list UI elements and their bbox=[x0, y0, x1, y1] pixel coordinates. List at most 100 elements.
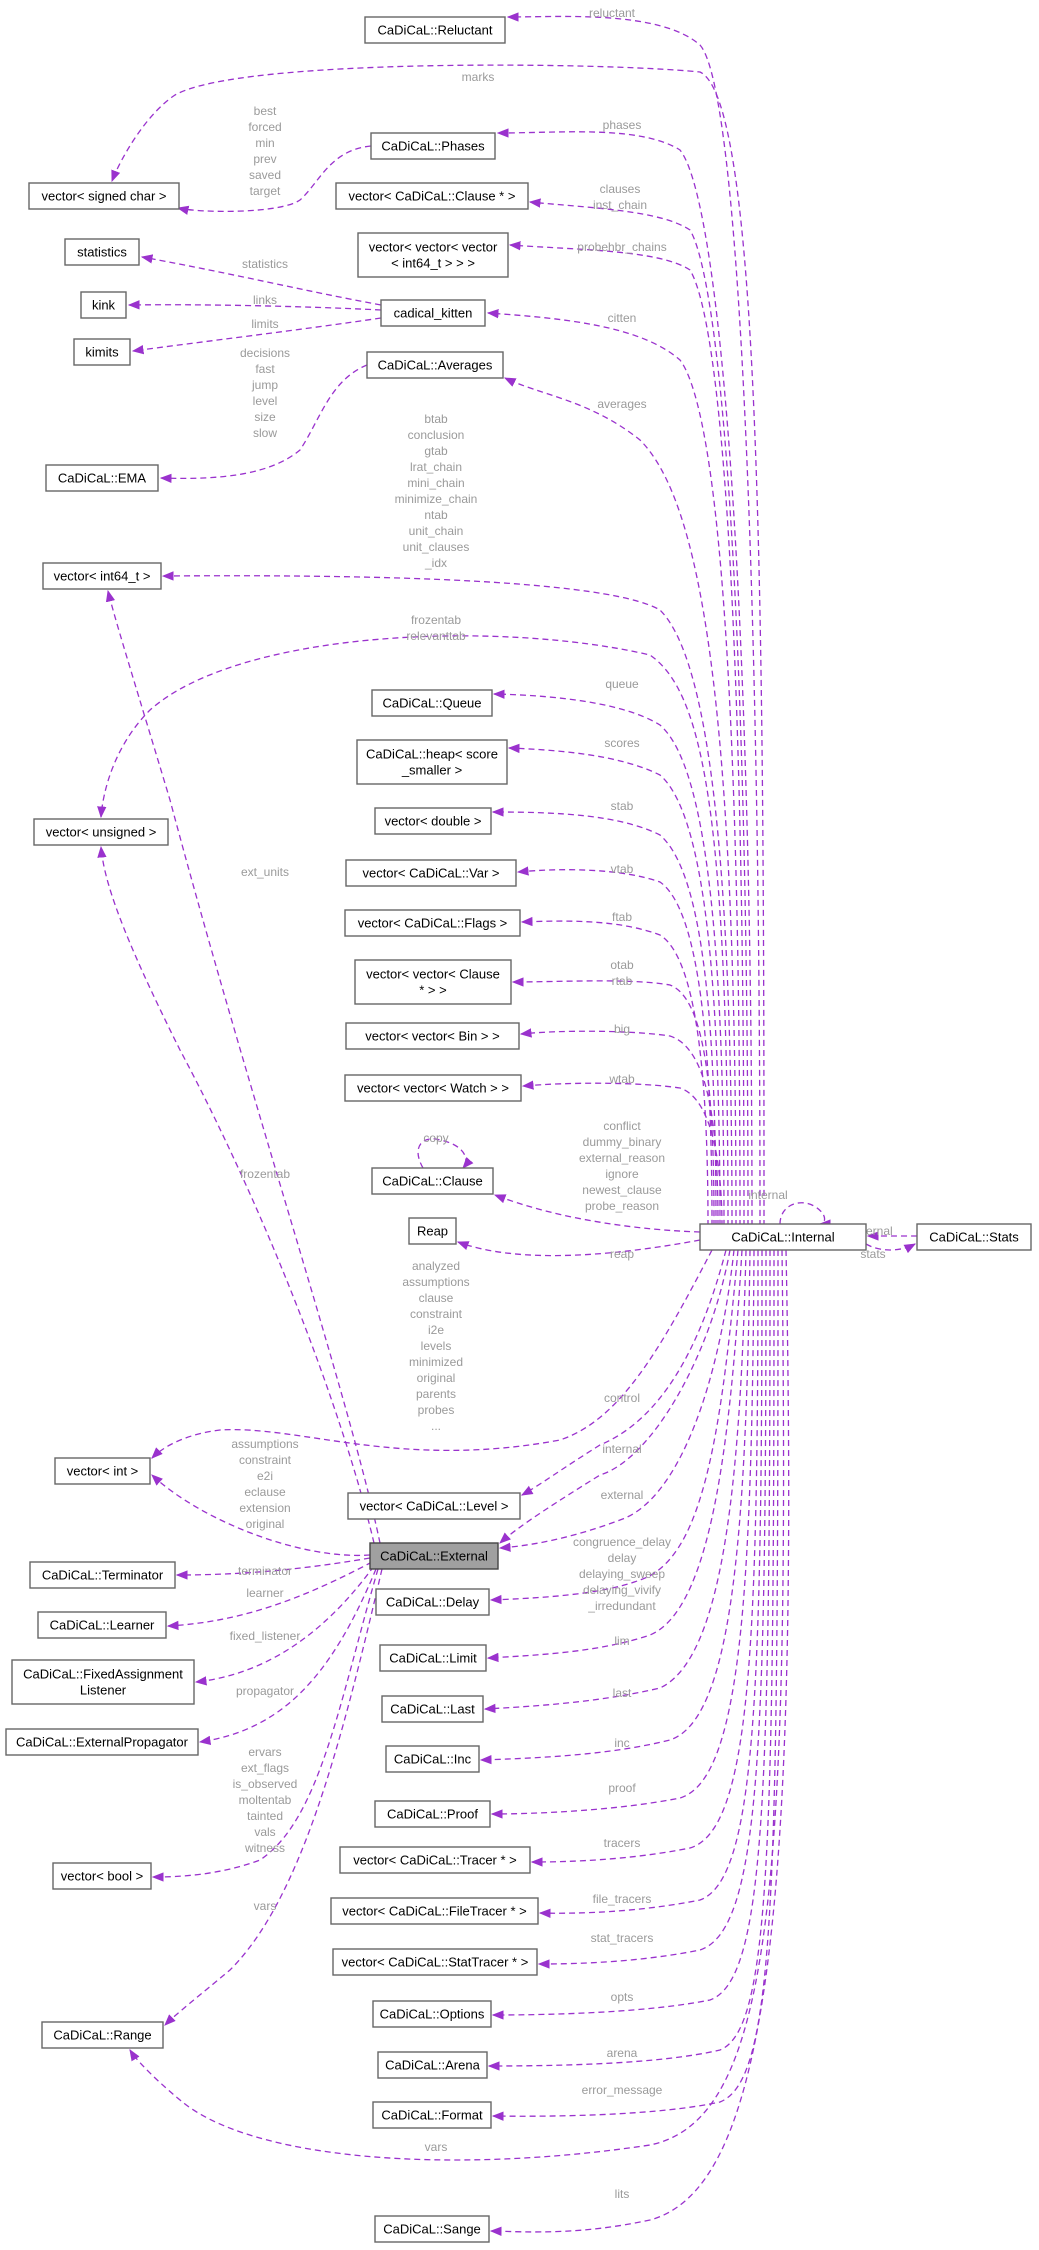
edge-label-big: big bbox=[614, 1022, 630, 1036]
node-vbool[interactable]: vector< bool > bbox=[52, 1862, 152, 1890]
node-proof[interactable]: CaDiCaL::Proof bbox=[374, 1800, 491, 1828]
node-kimits[interactable]: kimits bbox=[73, 338, 131, 366]
node-flags[interactable]: vector< CaDiCaL::Flags > bbox=[344, 909, 521, 937]
node-sange[interactable]: CaDiCaL::Sange bbox=[374, 2215, 490, 2243]
node-learner[interactable]: CaDiCaL::Learner bbox=[37, 1611, 167, 1639]
edge-label-line: reap bbox=[610, 1247, 634, 1261]
node-unsigned[interactable]: vector< unsigned > bbox=[33, 818, 169, 846]
node-vint[interactable]: vector< int > bbox=[54, 1457, 151, 1485]
edge-label-line: external bbox=[601, 1488, 644, 1502]
node-label: vector< double > bbox=[385, 814, 482, 829]
node-reluctant[interactable]: CaDiCaL::Reluctant bbox=[364, 16, 506, 44]
node-box bbox=[375, 1588, 490, 1616]
node-reap[interactable]: Reap bbox=[408, 1217, 457, 1245]
node-box bbox=[5, 1728, 199, 1756]
node-label: CaDiCaL::Proof bbox=[387, 1807, 478, 1822]
edge-label-line: levels bbox=[421, 1339, 452, 1353]
edge-label-line: vars bbox=[254, 1899, 277, 1913]
edge-label-wtab: wtab bbox=[608, 1072, 635, 1086]
node-label: vector< CaDiCaL::Clause * > bbox=[349, 189, 516, 204]
node-box bbox=[42, 562, 162, 590]
node-queue[interactable]: CaDiCaL::Queue bbox=[371, 689, 493, 717]
node-kink[interactable]: kink bbox=[80, 291, 127, 319]
edge-label-line: scores bbox=[604, 736, 639, 750]
node-clause-ptr[interactable]: vector< CaDiCaL::Clause * > bbox=[335, 182, 529, 210]
edge-label-lim: lim bbox=[614, 1634, 629, 1648]
edge-vint-internal bbox=[151, 1249, 713, 1459]
node-label: CaDiCaL::Arena bbox=[385, 2058, 480, 2073]
edge-label-line: saved bbox=[249, 168, 281, 182]
edge-label-vbool: ervarsext_flagsis_observedmoltentabtaint… bbox=[233, 1745, 298, 1855]
edge-otab bbox=[511, 977, 715, 1227]
edge-label-internal-self: internal bbox=[748, 1188, 787, 1202]
edge-label-line: inc bbox=[614, 1736, 629, 1750]
edge-label-line: moltentab bbox=[239, 1793, 292, 1807]
edge-label-line: file_tracers bbox=[593, 1892, 652, 1906]
node-box bbox=[372, 2000, 492, 2028]
node-box bbox=[374, 807, 492, 835]
node-double[interactable]: vector< double > bbox=[374, 807, 492, 835]
node-limit[interactable]: CaDiCaL::Limit bbox=[379, 1644, 487, 1672]
node-vvwatch[interactable]: vector< vector< Watch > > bbox=[344, 1074, 522, 1102]
node-label: CaDiCaL::Options bbox=[380, 2007, 485, 2022]
node-label: CaDiCaL::heap< score bbox=[366, 747, 498, 762]
node-stattracer[interactable]: vector< CaDiCaL::StatTracer * > bbox=[332, 1948, 538, 1976]
node-averages[interactable]: CaDiCaL::Averages bbox=[366, 351, 504, 379]
node-label: Listener bbox=[80, 1683, 127, 1698]
node-label: CaDiCaL::Averages bbox=[378, 358, 493, 373]
node-int64[interactable]: vector< int64_t > bbox=[42, 562, 162, 590]
edge-label-line: vtab bbox=[611, 862, 634, 876]
edge-label-line: ervars bbox=[248, 1745, 281, 1759]
node-vvclause[interactable]: vector< vector< Clause* > > bbox=[354, 959, 512, 1005]
node-box bbox=[45, 464, 159, 492]
edge-label-line: frozentab bbox=[240, 1167, 290, 1181]
edge-label-line: ignore bbox=[605, 1167, 639, 1181]
node-extprop[interactable]: CaDiCaL::ExternalPropagator bbox=[5, 1728, 199, 1756]
node-heap[interactable]: CaDiCaL::heap< score_smaller > bbox=[356, 739, 508, 785]
edge-last bbox=[483, 1249, 747, 1714]
edge-label-line: probes bbox=[418, 1403, 455, 1417]
node-label: vector< CaDiCaL::Var > bbox=[362, 866, 499, 881]
node-var[interactable]: vector< CaDiCaL::Var > bbox=[345, 859, 517, 887]
edge-label-copy: copy bbox=[423, 1131, 448, 1145]
node-external[interactable]: CaDiCaL::External bbox=[369, 1542, 499, 1570]
edge-label-line: tracers bbox=[604, 1836, 641, 1850]
edge-label-external-ptr: external bbox=[601, 1488, 644, 1502]
node-box bbox=[37, 1611, 167, 1639]
node-signed-char[interactable]: vector< signed char > bbox=[28, 182, 180, 210]
edge-label-propagator: propagator bbox=[236, 1684, 294, 1698]
node-terminator[interactable]: CaDiCaL::Terminator bbox=[29, 1561, 176, 1589]
edge-label-averages: averages bbox=[597, 397, 646, 411]
edge-label-line: control bbox=[604, 1391, 640, 1405]
node-vvbin[interactable]: vector< vector< Bin > > bbox=[345, 1022, 520, 1050]
edge-tracers bbox=[530, 1249, 759, 1867]
edge-ftab bbox=[520, 916, 709, 1227]
node-filetracer[interactable]: vector< CaDiCaL::FileTracer * > bbox=[330, 1897, 539, 1925]
node-range[interactable]: CaDiCaL::Range bbox=[41, 2021, 164, 2049]
edge-label-phases: phases bbox=[603, 118, 642, 132]
node-stats[interactable]: CaDiCaL::Stats bbox=[916, 1223, 1032, 1251]
node-phases[interactable]: CaDiCaL::Phases bbox=[370, 132, 496, 160]
node-clause[interactable]: CaDiCaL::Clause bbox=[371, 1167, 494, 1195]
node-inc[interactable]: CaDiCaL::Inc bbox=[385, 1745, 480, 1773]
node-level[interactable]: vector< CaDiCaL::Level > bbox=[347, 1492, 521, 1520]
node-arena[interactable]: CaDiCaL::Arena bbox=[377, 2051, 488, 2079]
edge-label-line: ext_units bbox=[241, 865, 289, 879]
node-ema[interactable]: CaDiCaL::EMA bbox=[45, 464, 159, 492]
node-label: vector< vector< Watch > > bbox=[357, 1081, 509, 1096]
edge-label-line: tainted bbox=[247, 1809, 283, 1823]
node-options[interactable]: CaDiCaL::Options bbox=[372, 2000, 492, 2028]
edge-clauses bbox=[528, 198, 749, 1227]
node-internal[interactable]: CaDiCaL::Internal bbox=[699, 1223, 867, 1251]
node-kitten[interactable]: cadical_kitten bbox=[380, 299, 486, 327]
node-vvv[interactable]: vector< vector< vector< int64_t > > > bbox=[357, 232, 509, 278]
node-last[interactable]: CaDiCaL::Last bbox=[381, 1695, 484, 1723]
node-statistics[interactable]: statistics bbox=[64, 238, 140, 266]
node-tracer[interactable]: vector< CaDiCaL::Tracer * > bbox=[339, 1846, 531, 1874]
node-format[interactable]: CaDiCaL::Format bbox=[372, 2101, 492, 2129]
node-delay[interactable]: CaDiCaL::Delay bbox=[375, 1588, 490, 1616]
